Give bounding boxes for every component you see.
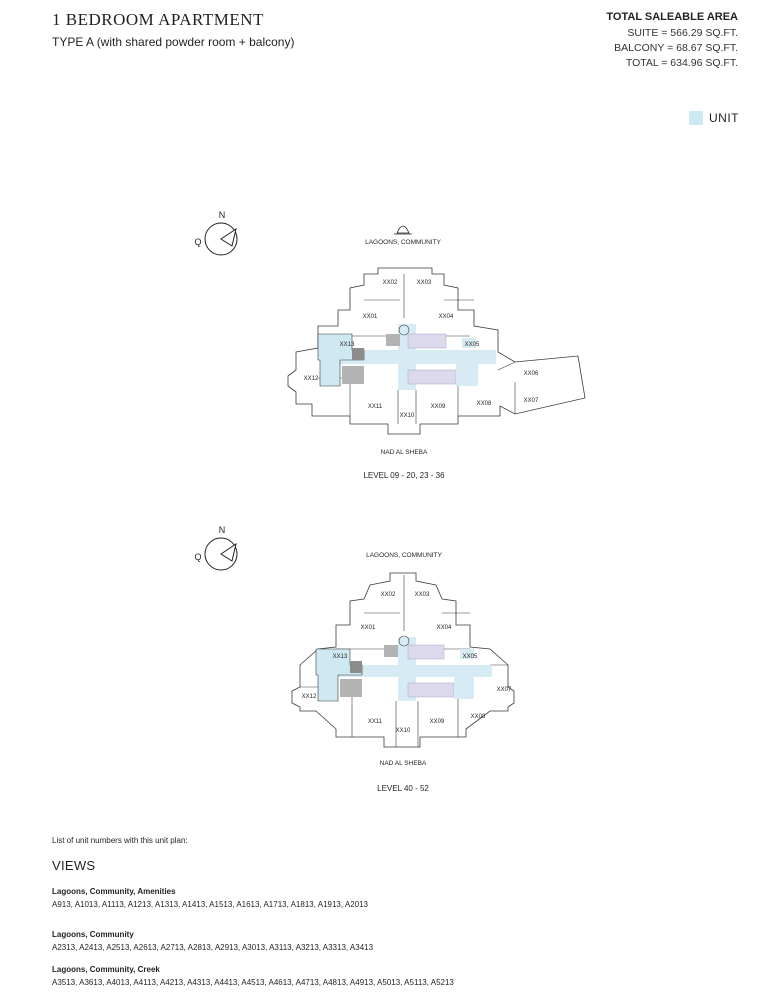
unit-label: XX07 <box>497 687 512 693</box>
view-label-top: LAGOONS, COMMUNITY <box>365 239 442 246</box>
views-heading: VIEWS <box>52 858 96 873</box>
unit-label: XX10 <box>396 728 411 734</box>
lift-core-top <box>407 333 447 349</box>
unit-list-intro: List of unit numbers with this unit plan… <box>52 836 188 845</box>
unit-label: XX11 <box>368 719 383 725</box>
view-group: Lagoons, Community, Creek A3513, A3613, … <box>52 965 454 987</box>
core-east <box>454 677 474 699</box>
unit-label: XX01 <box>361 625 376 631</box>
page-subtitle: TYPE A (with shared powder room + balcon… <box>52 35 295 49</box>
unit-label: XX12 <box>302 694 317 700</box>
view-group-title: Lagoons, Community, Creek <box>52 965 160 974</box>
area-balcony: BALCONY = 68.67 SQ.FT. <box>614 42 738 54</box>
compass-north-label: N <box>219 210 226 220</box>
unit-label: XX08 <box>477 401 492 407</box>
view-group-title: Lagoons, Community <box>52 930 134 939</box>
view-group: Lagoons, Community A2313, A2413, A2513, … <box>52 930 373 952</box>
view-group-units: A913, A1013, A1113, A1213, A1313, A1413,… <box>52 900 368 909</box>
view-group-units: A2313, A2413, A2513, A2613, A2713, A2813… <box>52 943 374 952</box>
stair-core <box>398 635 410 647</box>
unit-label: XX04 <box>437 625 452 631</box>
unit-label: XX13 <box>340 342 355 348</box>
lagoon-view-icon <box>394 225 412 235</box>
lift-core-bottom <box>407 682 455 698</box>
unit-label: XX04 <box>439 314 454 320</box>
lift-core-bottom <box>407 369 457 385</box>
unit-xx13-shaft <box>352 348 364 360</box>
legend-unit-swatch <box>689 111 703 125</box>
shaft-1 <box>386 334 400 346</box>
unit-label: XX01 <box>363 314 378 320</box>
unit-label: XX12 <box>304 376 319 382</box>
view-group-title: Lagoons, Community, Amenities <box>52 887 176 896</box>
level-label: LEVEL 09 - 20, 23 - 36 <box>363 471 445 480</box>
unit-label: XX05 <box>465 342 480 348</box>
unit-label: XX09 <box>431 404 446 410</box>
legend: UNIT <box>689 111 739 125</box>
shaft-2 <box>342 366 364 384</box>
shaft-1 <box>384 645 398 657</box>
unit-xx13-shaft <box>350 661 362 673</box>
view-label-bottom: NAD AL SHEBA <box>380 760 427 767</box>
saleable-area-box: TOTAL SALEABLE AREA SUITE = 566.29 SQ.FT… <box>606 11 738 71</box>
core-small <box>462 338 476 348</box>
view-label-top: LAGOONS, COMMUNITY <box>366 552 443 559</box>
unit-label: XX10 <box>400 413 415 419</box>
view-label-bottom: NAD AL SHEBA <box>381 449 428 456</box>
level-label: LEVEL 40 - 52 <box>377 784 429 793</box>
floor-plan-levels-09-36: N Q LAGOONS, COMMUNITY XX02 XX03 XX01 XX… <box>194 210 586 480</box>
compass-north-label: N <box>219 525 226 535</box>
unit-label: XX02 <box>381 592 396 598</box>
unit-xx13-highlight <box>315 648 363 702</box>
area-heading: TOTAL SALEABLE AREA <box>606 11 738 23</box>
unit-label: XX05 <box>463 654 478 660</box>
lift-core-top <box>407 644 445 660</box>
area-total: TOTAL = 634.96 SQ.FT. <box>625 57 738 69</box>
unit-label: XX08 <box>471 714 486 720</box>
page-title: 1 BEDROOM APARTMENT <box>52 10 264 29</box>
compass-west-label: Q <box>194 552 201 562</box>
unit-label: XX06 <box>524 371 539 377</box>
unit-label: XX07 <box>524 398 539 404</box>
shaft-2 <box>340 679 362 697</box>
stair-core <box>398 324 410 336</box>
view-group: Lagoons, Community, Amenities A913, A101… <box>52 887 368 909</box>
unit-label: XX02 <box>383 280 398 286</box>
unit-label: XX03 <box>415 592 430 598</box>
compass-west-label: Q <box>194 237 201 247</box>
floor-plan-levels-40-52: N Q LAGOONS, COMMUNITY XX02 XX03 XX01 XX… <box>194 525 515 793</box>
area-suite: SUITE = 566.29 SQ.FT. <box>627 27 738 39</box>
core-east <box>456 364 478 386</box>
unit-label: XX03 <box>417 280 432 286</box>
core-small <box>460 649 474 659</box>
unit-label: XX13 <box>333 654 348 660</box>
unit-xx13-highlight <box>317 333 365 387</box>
legend-unit-label: UNIT <box>709 111 739 125</box>
compass-icon: N Q <box>194 525 238 571</box>
unit-label: XX11 <box>368 404 383 410</box>
view-group-units: A3513, A3613, A4013, A4113, A4213, A4313… <box>52 978 454 987</box>
compass-icon: N Q <box>194 210 238 256</box>
unit-label: XX09 <box>430 719 445 725</box>
